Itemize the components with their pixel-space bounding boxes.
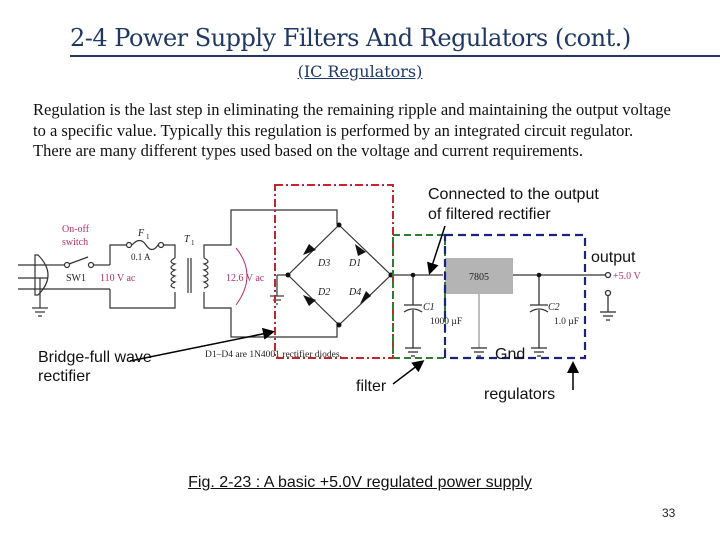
output-voltage: +5.0 V [613,271,641,282]
connected-arrow [427,225,446,275]
filter-capacitor [391,274,443,357]
annotation-output: output [591,249,636,266]
bridge-arrow [129,327,275,362]
c1-name: C1 [423,302,435,313]
primary-wiring [109,239,176,309]
annotation-connected-1: Connected to the output [428,186,599,203]
body-paragraph: Regulation is the last step in eliminati… [33,100,671,160]
regulator-output-wiring [471,271,616,357]
regulator-box [443,233,587,360]
secondary-voltage-arc [235,247,248,306]
switch-icon [48,256,110,290]
transformer-name: T [184,234,191,245]
fuse-name: F [137,228,145,239]
annotation-bridge-1: Bridge-full wave [38,349,152,366]
title-underline [70,55,720,57]
diode-note: D1–D4 are 1N4001 rectifier diodes. [205,349,342,360]
filter-arrow [392,360,425,385]
regulator-ic-label: 7805 [469,272,489,283]
annotation-connected-2: of filtered rectifier [428,206,551,223]
slide-title: 2-4 Power Supply Filters And Regulators … [70,24,631,52]
diode-icons [285,222,394,328]
fuse-sub: 1 [146,233,150,241]
secondary-voltage: 12.6 V ac [226,273,265,284]
switch-name: SW1 [66,273,86,284]
switch-label-1: On-off [62,224,90,235]
primary-voltage: 110 V ac [100,273,136,284]
diode-d4: D4 [348,287,361,298]
fuse-rating: 0.1 A [131,252,151,262]
filter-box [392,234,446,359]
switch-label-2: switch [62,237,88,248]
annotation-gnd: Gnd [495,346,526,363]
bridge-rectifier-box [274,184,394,359]
c2-name: C2 [548,302,560,313]
c1-value: 1000 µF [430,317,462,327]
slide-subtitle: (IC Regulators) [297,62,423,81]
regulator-ic [445,258,513,294]
fuse-icon [131,239,159,251]
c2-value: 1.0 µF [554,317,579,327]
power-plug-icon [18,254,49,317]
transformer-sub: 1 [191,239,195,247]
diode-d3: D3 [317,258,330,269]
page-number: 33 [662,506,676,520]
figure-caption: Fig. 2-23 : A basic +5.0V regulated powe… [188,474,532,491]
diode-d2: D2 [317,287,330,298]
transformer-icon [170,209,338,338]
annotation-regulators: regulators [484,386,556,403]
annotation-bridge-2: rectifier [38,368,91,385]
annotation-filter: filter [356,378,387,395]
diode-d1: D1 [348,258,361,269]
